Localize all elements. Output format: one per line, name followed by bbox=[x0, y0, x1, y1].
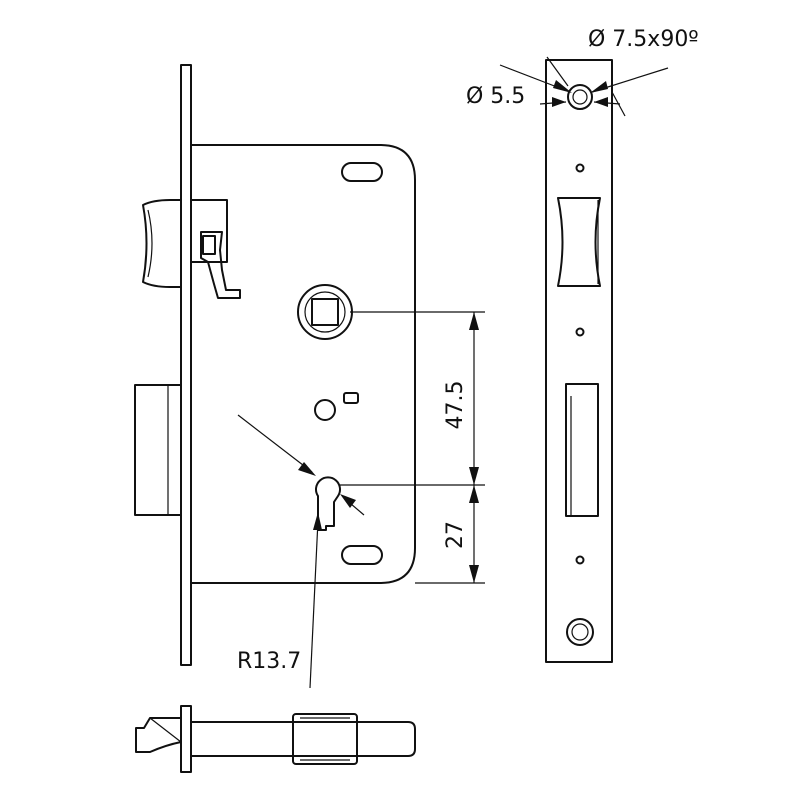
dimension-47-5: 47.5 bbox=[340, 311, 485, 584]
dim-label-27: 27 bbox=[443, 521, 468, 549]
dot-2 bbox=[575, 327, 585, 337]
latch-window bbox=[557, 197, 601, 287]
bottom-forend bbox=[180, 705, 192, 773]
radius-leader: R13.7 bbox=[237, 414, 365, 689]
dot-1 bbox=[575, 163, 585, 173]
bottom-screw-hole-outer bbox=[566, 618, 594, 646]
front-view bbox=[134, 64, 416, 666]
forend-plate bbox=[180, 64, 192, 666]
faceplate-outline bbox=[545, 59, 613, 663]
top-screw-hole-inner bbox=[572, 89, 588, 105]
dead-bolt bbox=[134, 384, 182, 516]
spindle-follower bbox=[297, 284, 353, 340]
side-view-faceplate bbox=[545, 59, 613, 663]
small-pin bbox=[343, 392, 359, 404]
hole-dimensions: Ø 7.5x90º Ø 5.5 bbox=[466, 27, 699, 117]
radius-label: R13.7 bbox=[237, 649, 301, 674]
round-hole bbox=[314, 399, 336, 421]
lock-case bbox=[190, 144, 416, 584]
latch-bolt bbox=[142, 199, 241, 299]
dot-3 bbox=[575, 555, 585, 565]
bottom-case bbox=[190, 721, 416, 757]
bolt-window bbox=[565, 383, 599, 517]
top-screw-hole-outer bbox=[567, 84, 593, 110]
upper-slot bbox=[341, 162, 383, 182]
bottom-view bbox=[135, 705, 416, 773]
countersink-label: Ø 7.5x90º bbox=[588, 27, 699, 52]
bottom-screw-hole-inner bbox=[571, 623, 589, 641]
hole-diameter-label: Ø 5.5 bbox=[466, 84, 525, 109]
lower-slot bbox=[341, 545, 383, 565]
bottom-latch bbox=[135, 717, 182, 753]
bottom-boss bbox=[292, 713, 358, 765]
dim-label-47-5: 47.5 bbox=[443, 381, 468, 430]
keyhole bbox=[315, 476, 341, 531]
dimension-27: 27 bbox=[443, 485, 479, 583]
